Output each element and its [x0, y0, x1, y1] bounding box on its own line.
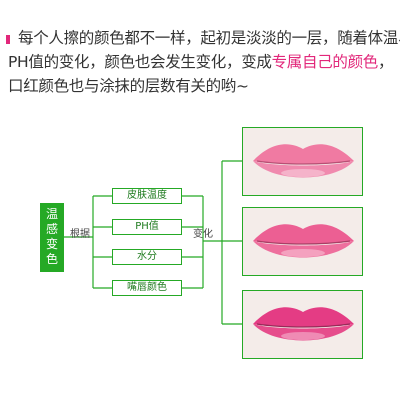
change-label: 变化 [193, 229, 213, 240]
lip-photo-light [242, 127, 363, 196]
main-char-2: 感 [45, 222, 58, 236]
factor-moisture: 水分 [112, 249, 182, 265]
lip-photo-medium [242, 207, 363, 276]
basis-label: 根据 [70, 229, 90, 240]
intro-line-2: PH值的变化，颜色也会发生变化，变成专属自己的颜色， [8, 50, 398, 74]
factor-ph-value: PH值 [112, 219, 182, 235]
accent-bar [6, 35, 10, 44]
lips-medium-image [243, 208, 362, 275]
intro-line-2-suffix: ， [378, 53, 394, 71]
intro-line-1: 每个人擦的颜色都不一样，起初是淡淡的一层，随着体温、 [18, 29, 400, 47]
factor-lip-color: 嘴唇颜色 [112, 280, 182, 296]
intro-paragraph: 每个人擦的颜色都不一样，起初是淡淡的一层，随着体温、 PH值的变化，颜色也会发生… [8, 26, 400, 98]
main-char-1: 温 [45, 207, 58, 221]
factor-skin-temperature: 皮肤温度 [112, 188, 182, 204]
main-char-4: 色 [45, 252, 58, 266]
intro-highlight: 专属自己的颜色 [271, 53, 379, 71]
main-char-3: 变 [45, 237, 58, 251]
intro-line-2-prefix: PH值的变化，颜色也会发生变化，变成 [8, 53, 272, 71]
lips-light-image [243, 128, 362, 195]
intro-line-3: 口红颜色也与涂抹的层数有关的哟~ [8, 77, 249, 95]
lip-photo-deep [242, 290, 363, 359]
main-concept-box: 温 感 变 色 [40, 203, 64, 272]
lips-deep-image [243, 291, 362, 358]
